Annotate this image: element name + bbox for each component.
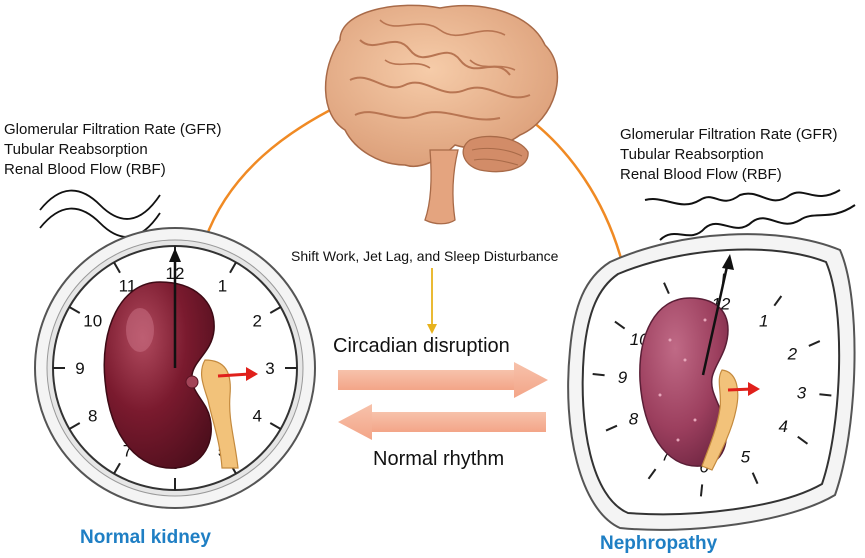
reverse-arrow [338,404,546,440]
normal-clock-number: 3 [265,359,274,378]
nephropathy-kidney-icon [639,297,739,471]
nephropathy-clock-number: 1 [759,311,768,330]
nephropathy-clock-tick [797,435,809,445]
nephropathy-clock-tick [592,373,605,377]
nephropathy-caption: Nephropathy [600,533,718,554]
right-metric-rbf: Renal Blood Flow (RBF) [620,166,782,183]
normal-kidney-caption: Normal kidney [80,527,211,548]
nephropathy-clock-tick [819,393,832,397]
nephropathy-clock-number: 5 [741,447,751,466]
nephropathy-clock-minute-hand [701,261,730,376]
normal-clock-tick [229,261,237,274]
nephropathy-clock-tick [751,472,759,485]
normal-clock-number: 4 [253,407,262,426]
nephropathy-clock-number: 3 [797,383,807,402]
normal-clock-tick [68,306,81,314]
nephropathy-clock-number: 9 [618,368,628,387]
normal-kidney-icon [103,281,239,469]
nephropathy-clock-minute-arrow [722,254,734,270]
nephropathy-clock-tick [808,340,821,347]
normal-clock-number: 1 [218,277,227,296]
nephropathy-clock-hour-arrow [748,382,760,396]
nephropathy-clock-tick [699,484,704,497]
normal-clock-hour-hand [217,372,251,378]
normal-clock-tick [113,261,121,274]
nephropathy-clock-tick [663,282,670,295]
disrupted-wave-bottom [659,204,856,241]
normal-clock-number: 8 [88,407,97,426]
normal-clock-number: 10 [83,312,102,331]
normal-clock-number: 2 [253,312,262,331]
reverse-label: Normal rhythm [373,448,505,470]
normal-clock-tick [269,306,282,314]
left-metric-reabsorption: Tubular Reabsorption [4,141,148,158]
connector-left [203,103,341,241]
nephropathy-clock-number: 2 [787,344,798,363]
nephropathy-clock-tick [773,295,783,307]
normal-clock-tick [113,462,121,475]
nephropathy-clock-tick [614,320,626,330]
normal-clock-tick [269,422,282,430]
left-metric-rbf: Renal Blood Flow (RBF) [4,161,166,178]
normal-clock-hour-arrow [246,367,258,381]
brain-icon [324,4,559,225]
nephropathy-clock-number: 7 [661,446,671,465]
normal-clock-number: 7 [123,441,132,460]
nephropathy-clock-tick [605,424,618,432]
right-metric-gfr: Glomerular Filtration Rate (GFR) [620,126,838,143]
forward-arrow [338,362,548,398]
normal-wave-top [39,189,161,220]
left-metrics: Glomerular Filtration Rate (GFR) Tubular… [4,120,222,180]
forward-label: Circadian disruption [333,335,510,357]
right-metrics: Glomerular Filtration Rate (GFR) Tubular… [620,125,838,185]
nephropathy-clock-number: 4 [778,417,787,436]
disrupted-wave-top [644,189,841,206]
left-metric-gfr: Glomerular Filtration Rate (GFR) [4,121,222,138]
nephropathy-clock-tick [647,468,657,480]
right-metric-reabsorption: Tubular Reabsorption [620,146,764,163]
disruptor-arrowhead [427,324,437,334]
connector-right [527,117,624,263]
normal-clock-number: 9 [75,359,84,378]
nephropathy-clock-number: 8 [629,409,639,428]
normal-clock-tick [68,422,81,430]
normal-clock-minute-arrow [169,248,181,262]
disruptors-label: Shift Work, Jet Lag, and Sleep Disturban… [291,248,559,264]
